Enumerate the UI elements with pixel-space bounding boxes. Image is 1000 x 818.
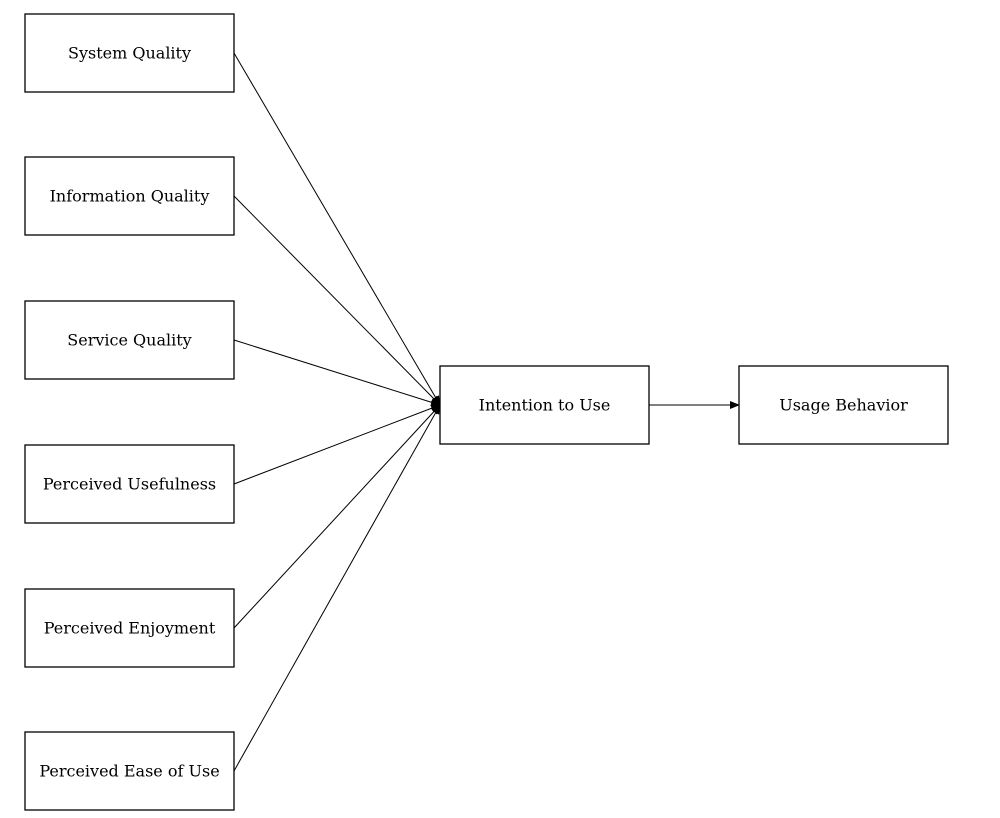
arrow-line (233, 339, 441, 407)
node-perceived-enjoyment: Perceived Enjoyment (24, 588, 235, 668)
node-usage-behavior: Usage Behavior (738, 365, 949, 445)
node-intention-to-use: Intention to Use (439, 365, 650, 445)
arrow-line (233, 195, 441, 406)
node-box (24, 13, 235, 93)
edge-perceived-ease-of-use-to-intention-to-use (233, 404, 441, 772)
arrow-line (233, 404, 441, 629)
node-label: Perceived Ease of Use (39, 762, 219, 781)
arrow-line (233, 404, 441, 485)
node-perceived-ease-of-use: Perceived Ease of Use (24, 731, 235, 811)
node-box (738, 365, 949, 445)
node-label: Service Quality (67, 331, 191, 350)
edges-layer (233, 52, 740, 772)
arrow-line (233, 404, 441, 772)
node-label: System Quality (68, 44, 191, 63)
arrow-line (233, 52, 441, 406)
node-label: Perceived Usefulness (43, 475, 216, 494)
node-box (24, 588, 235, 668)
edge-service-quality-to-intention-to-use (233, 339, 441, 407)
node-box (439, 365, 650, 445)
edge-information-quality-to-intention-to-use (233, 195, 441, 406)
node-label: Intention to Use (479, 396, 611, 415)
node-perceived-usefulness: Perceived Usefulness (24, 444, 235, 524)
node-box (24, 444, 235, 524)
node-system-quality: System Quality (24, 13, 235, 93)
node-box (24, 156, 235, 236)
node-label: Usage Behavior (779, 396, 908, 415)
node-information-quality: Information Quality (24, 156, 235, 236)
edge-perceived-enjoyment-to-intention-to-use (233, 404, 441, 629)
edge-system-quality-to-intention-to-use (233, 52, 441, 406)
node-service-quality: Service Quality (24, 300, 235, 380)
node-box (24, 300, 235, 380)
node-box (24, 731, 235, 811)
node-label: Information Quality (50, 187, 210, 206)
node-label: Perceived Enjoyment (44, 619, 216, 638)
edge-perceived-usefulness-to-intention-to-use (233, 404, 441, 485)
